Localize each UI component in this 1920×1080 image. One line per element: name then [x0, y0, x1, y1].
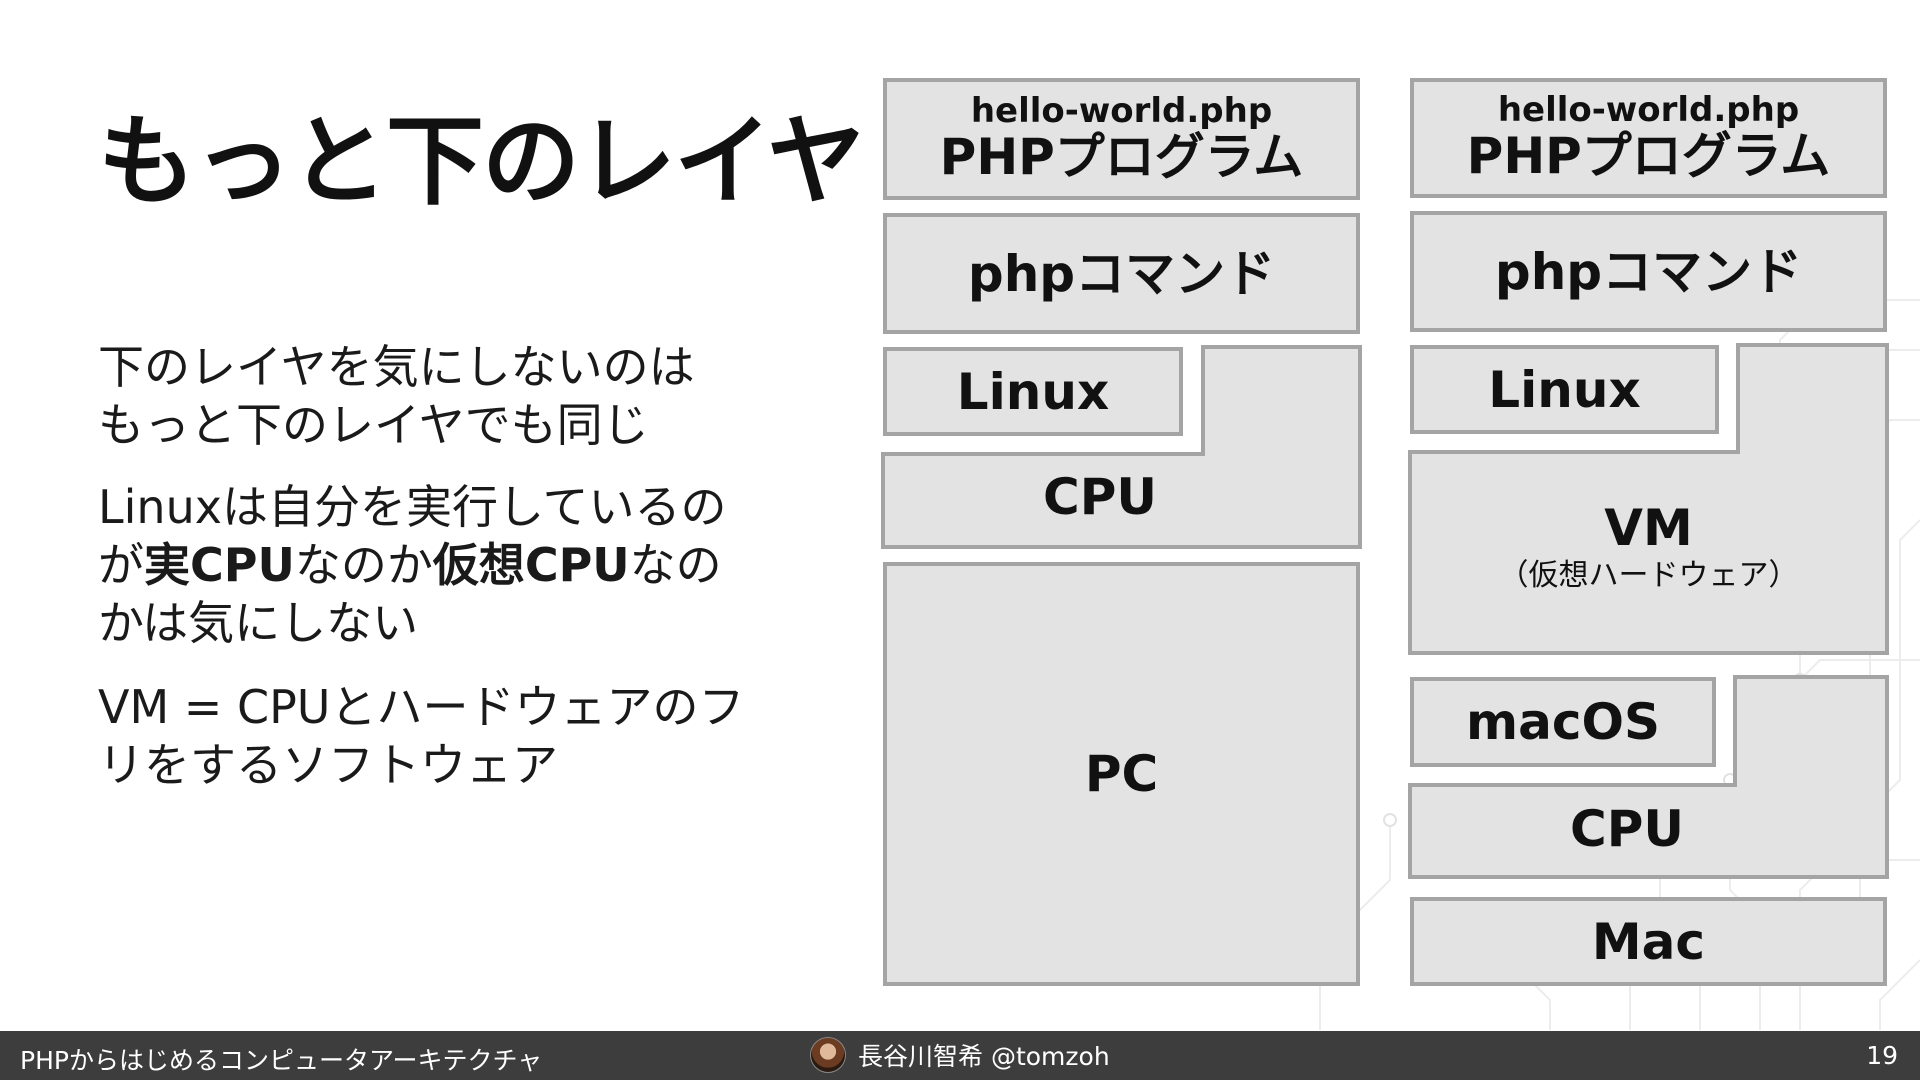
paragraph-line: Linuxは自分を実行しているの [98, 480, 727, 534]
left-pc-label: PC [1084, 745, 1159, 803]
avatar [810, 1037, 846, 1073]
paragraph-line: VM = CPUとハードウェアのフ [98, 680, 745, 734]
right-linux-label: Linux [1488, 360, 1641, 419]
right-cpu-label: CPU [1570, 800, 1684, 858]
left-linux-box: Linux [883, 347, 1183, 436]
paragraph-layer-independence: 下のレイヤを気にしないのは もっと下のレイヤでも同じ [98, 338, 695, 454]
text-segment: なのか [294, 538, 433, 592]
left-cpu-label: CPU [1043, 468, 1157, 526]
text-segment: なの [629, 538, 722, 592]
left-php-command-box: phpコマンド [883, 213, 1360, 334]
left-program-file-label: hello-world.php [970, 91, 1273, 131]
paragraph-linux-cpu: Linuxは自分を実行しているの が実CPUなのか仮想CPUなの かは気にしない [98, 478, 727, 652]
left-php-program-box: hello-world.php PHPプログラム [883, 78, 1360, 200]
left-cpu-box [881, 345, 1362, 549]
right-mac-label: Mac [1591, 912, 1706, 971]
paragraph-line: が実CPUなのか仮想CPUなの [98, 536, 727, 594]
left-command-label: phpコマンド [967, 244, 1276, 303]
right-cpu-box [1408, 675, 1889, 879]
left-linux-label: Linux [956, 362, 1110, 421]
footer-author-name: 長谷川智希 @tomzoh [858, 1042, 1110, 1071]
slide-footer: PHPからはじめるコンピュータアーキテクチャ 長谷川智希 @tomzoh 19 [0, 1031, 1920, 1080]
paragraph-line: かは気にしない [98, 596, 419, 650]
paragraph-line: リをするソフトウェア [98, 738, 558, 792]
right-command-label: phpコマンド [1494, 242, 1803, 301]
paragraph-line: もっと下のレイヤでも同じ [98, 398, 649, 452]
right-vm-box [1408, 343, 1889, 655]
right-linux-box: Linux [1410, 345, 1719, 434]
right-macos-box: macOS [1410, 677, 1716, 767]
right-macos-label: macOS [1466, 693, 1660, 751]
right-php-program-box: hello-world.php PHPプログラム [1410, 78, 1887, 198]
left-program-label: PHPプログラム [939, 128, 1304, 186]
left-pc-box: PC [883, 562, 1360, 986]
right-program-label: PHPプログラム [1466, 127, 1831, 185]
right-php-command-box: phpコマンド [1410, 211, 1887, 332]
paragraph-vm-definition: VM = CPUとハードウェアのフ リをするソフトウェア [98, 678, 744, 794]
paragraph-line: 下のレイヤを気にしないのは [98, 340, 695, 394]
footer-talk-title: PHPからはじめるコンピュータアーキテクチャ [20, 1046, 543, 1075]
footer-page-number: 19 [1866, 1041, 1898, 1070]
right-vm-label: VM [1604, 499, 1693, 557]
emphasis-virtual-cpu: 仮想CPU [432, 538, 630, 592]
right-mac-box: Mac [1410, 897, 1887, 986]
right-program-file-label: hello-world.php [1497, 90, 1800, 130]
right-vm-note-label: （仮想ハードウェア） [1498, 558, 1799, 593]
slide-title: もっと下のレイヤ [98, 105, 865, 219]
text-segment: が [98, 538, 144, 592]
emphasis-real-cpu: 実CPU [144, 538, 295, 592]
footer-author: 長谷川智希 @tomzoh [810, 1037, 1110, 1073]
